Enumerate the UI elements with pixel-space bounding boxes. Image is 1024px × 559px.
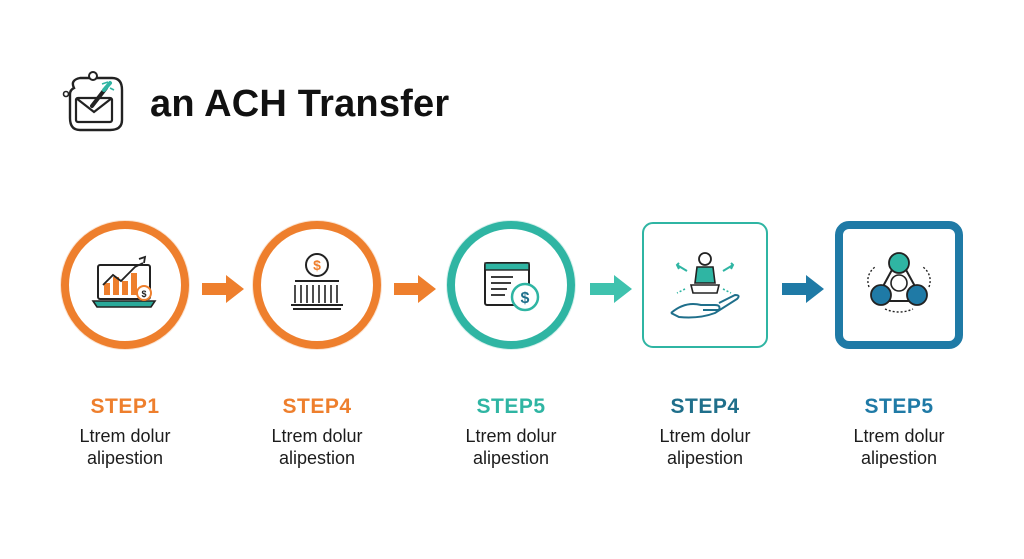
step-4-desc-line1: Ltrem dolur xyxy=(659,426,751,446)
step-2-badge: $ xyxy=(247,215,387,355)
laptop-chart-icon: $ xyxy=(60,220,190,350)
step-4-label: STEP4 xyxy=(670,395,740,418)
step-5-label: STEP5 xyxy=(864,395,934,418)
hand-figure-icon xyxy=(642,222,768,348)
step-1-desc-line2: alipestion xyxy=(86,448,164,468)
step-2-desc-line2: alipestion xyxy=(278,448,356,468)
email-pen-icon xyxy=(62,71,124,132)
arrow-right-icon xyxy=(202,275,244,303)
step-3-label: STEP5 xyxy=(476,395,546,418)
step-2: $ STEP4 Ltrem dolur alipestion xyxy=(222,215,412,469)
header: an ACH Transfer xyxy=(60,68,449,140)
step-1-badge: $ xyxy=(55,215,195,355)
arrow-right-icon xyxy=(590,275,632,303)
step-1-desc-line1: Ltrem dolur xyxy=(79,426,171,446)
step-2-desc-line1: Ltrem dolur xyxy=(271,426,363,446)
step-5-desc-line1: Ltrem dolur xyxy=(853,426,945,446)
svg-text:$: $ xyxy=(141,289,146,299)
step-3-desc-line1: Ltrem dolur xyxy=(465,426,557,446)
step-1-label: STEP1 xyxy=(90,395,160,418)
arrow-right-icon xyxy=(782,275,824,303)
svg-text:$: $ xyxy=(521,290,530,307)
step-2-label: STEP4 xyxy=(282,395,352,418)
step-4: STEP4 Ltrem dolur alipestion xyxy=(610,215,800,469)
triangle-network-icon xyxy=(835,221,963,349)
step-5-desc-line2: alipestion xyxy=(860,448,938,468)
dollar-bank-icon: $ xyxy=(252,220,382,350)
step-4-desc-line2: alipestion xyxy=(666,448,744,468)
step-5: STEP5 Ltrem dolur alipestion xyxy=(804,215,994,469)
invoice-dollar-icon: $ xyxy=(446,220,576,350)
process-flow: $ STEP1 Ltrem dolur alipestion $ STEP4 L… xyxy=(0,215,1024,475)
step-5-badge xyxy=(829,215,969,355)
svg-text:$: $ xyxy=(313,257,321,273)
step-3: $ STEP5 Ltrem dolur alipestion xyxy=(416,215,606,469)
step-3-badge: $ xyxy=(441,215,581,355)
page-title: an ACH Transfer xyxy=(150,82,450,125)
step-4-badge xyxy=(635,215,775,355)
step-1: $ STEP1 Ltrem dolur alipestion xyxy=(30,215,220,469)
arrow-right-icon xyxy=(394,275,436,303)
step-3-desc-line2: alipestion xyxy=(472,448,550,468)
